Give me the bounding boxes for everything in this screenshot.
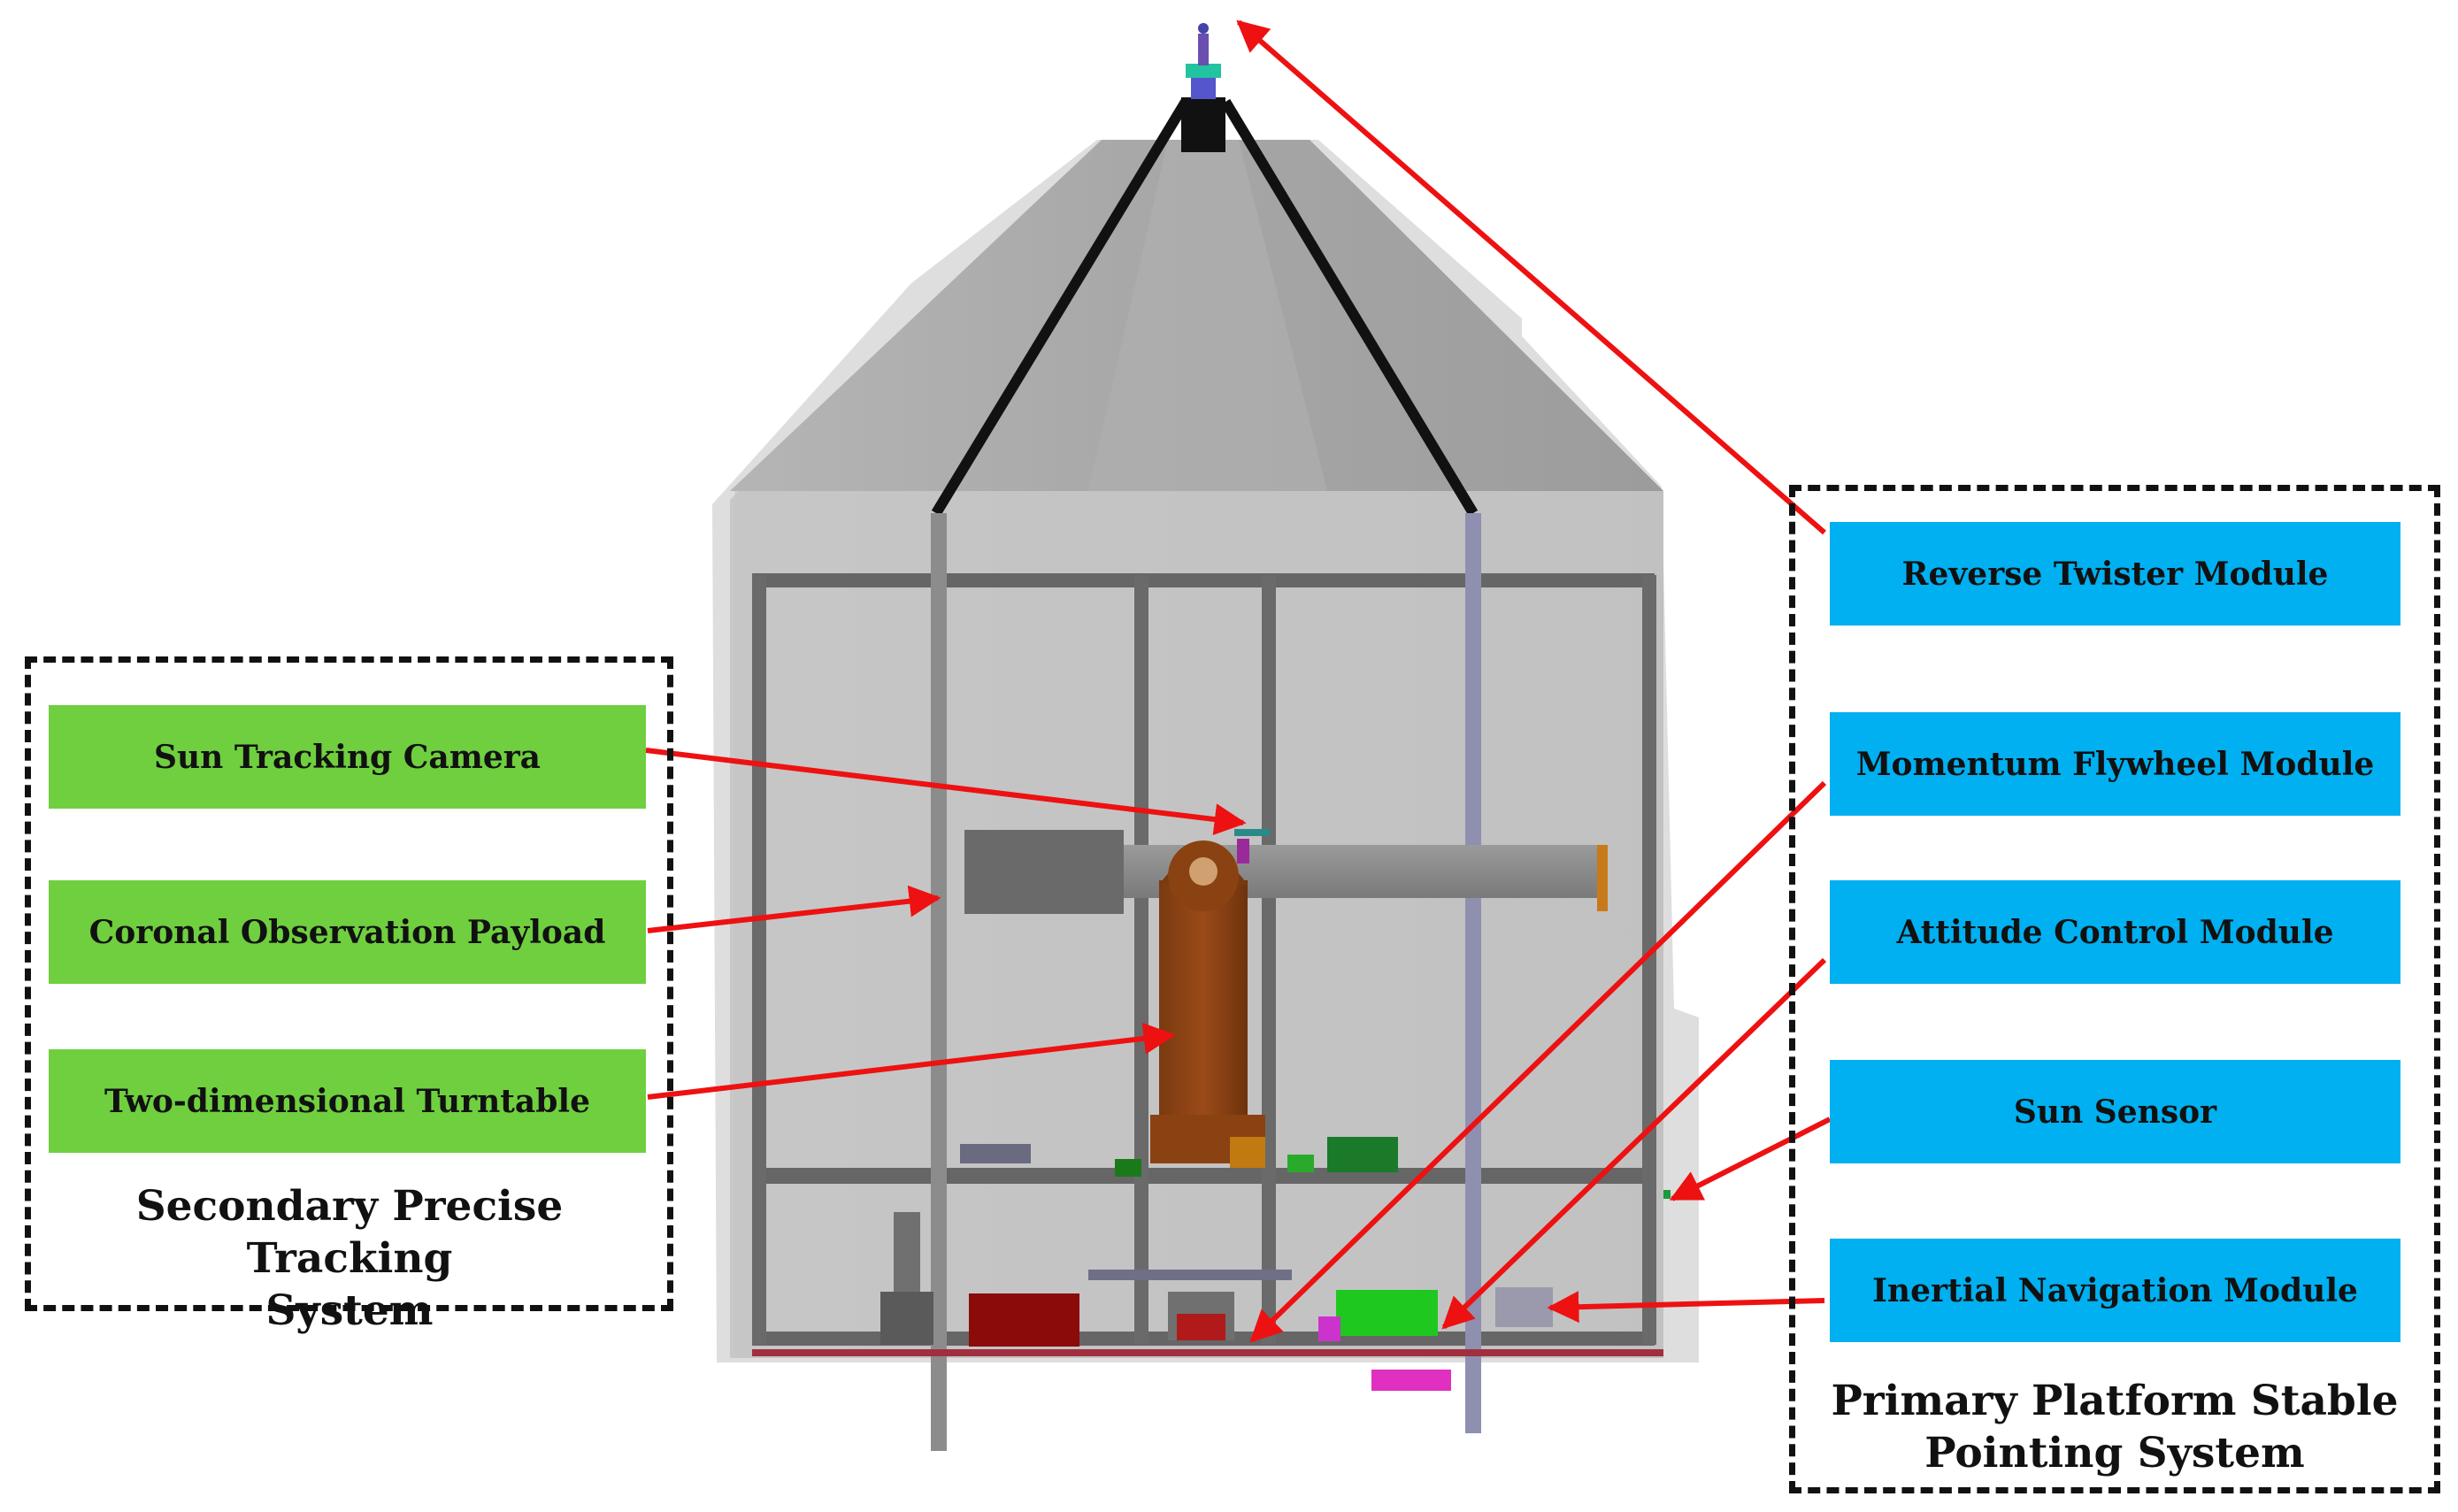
sun-tracking-camera-label: Sun Tracking Camera: [49, 705, 646, 809]
suspension-cables: [931, 98, 1479, 517]
primary-caption-line2: Pointing System: [1924, 1428, 2305, 1477]
attitude-control-module-label: Attitude Control Module: [1830, 880, 2400, 984]
turntable-model: [1150, 840, 1265, 1168]
secondary-caption-line2: System: [265, 1286, 434, 1335]
inertial-navigation-module-label: Inertial Navigation Module: [1830, 1239, 2400, 1342]
arrow-turntable: [647, 1022, 1176, 1100]
primary-caption-line1: Primary Platform Stable: [1831, 1377, 2399, 1425]
arrow-sun-tracking-camera: [645, 748, 1247, 835]
two-dimensional-turntable-label: Two-dimensional Turntable: [49, 1049, 646, 1153]
secondary-caption-line1: Secondary Precise Tracking: [135, 1182, 564, 1283]
arrow-coronal-payload: [647, 885, 941, 933]
coronal-observation-payload-label: Coronal Observation Payload: [49, 880, 646, 984]
equipment-models: [880, 1137, 1671, 1391]
arrow-attitude-control: [1441, 957, 1827, 1330]
reverse-twister-connector: [1181, 23, 1225, 152]
sun-sensor-label: Sun Sensor: [1830, 1060, 2400, 1163]
primary-system-frame: [1789, 485, 2440, 1493]
callout-arrows: [645, 19, 1832, 1343]
arrow-sun-sensor: [1669, 1117, 1832, 1201]
primary-system-caption: Primary Platform Stable Pointing System: [1801, 1376, 2429, 1480]
arrow-momentum-flywheel: [1249, 780, 1827, 1343]
secondary-system-frame: [25, 656, 673, 1311]
camera-model: [1234, 829, 1270, 863]
reverse-twister-module-label: Reverse Twister Module: [1830, 522, 2400, 626]
secondary-system-caption: Secondary Precise Tracking System: [35, 1181, 664, 1337]
arrow-inertial-navigation: [1547, 1291, 1825, 1324]
arrow-reverse-twister: [1236, 19, 1826, 535]
momentum-flywheel-module-label: Momentum Flywheel Module: [1830, 712, 2400, 816]
